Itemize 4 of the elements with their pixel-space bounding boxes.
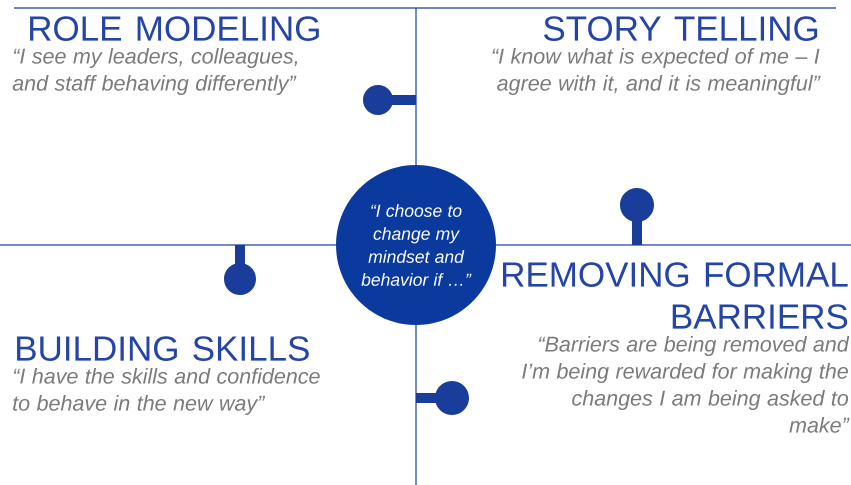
quadrant-text: ROLE MODELING “I see my leaders, colleagues, and staff behaving differently”	[12, 16, 319, 96]
quadrant-text: BUILDING SKILLS “I have the skills and confidence to behave in the new way”	[13, 336, 320, 416]
quadrant-text: STORY TELLING “I know what is expected of me – I agree with it, and it is meaningful”	[492, 16, 821, 96]
quadrant-text: REMOVING FORMAL BARRIERS “Barriers are being removed and I’m being rewarded for making the changes I am being asked to make”	[503, 262, 850, 433]
